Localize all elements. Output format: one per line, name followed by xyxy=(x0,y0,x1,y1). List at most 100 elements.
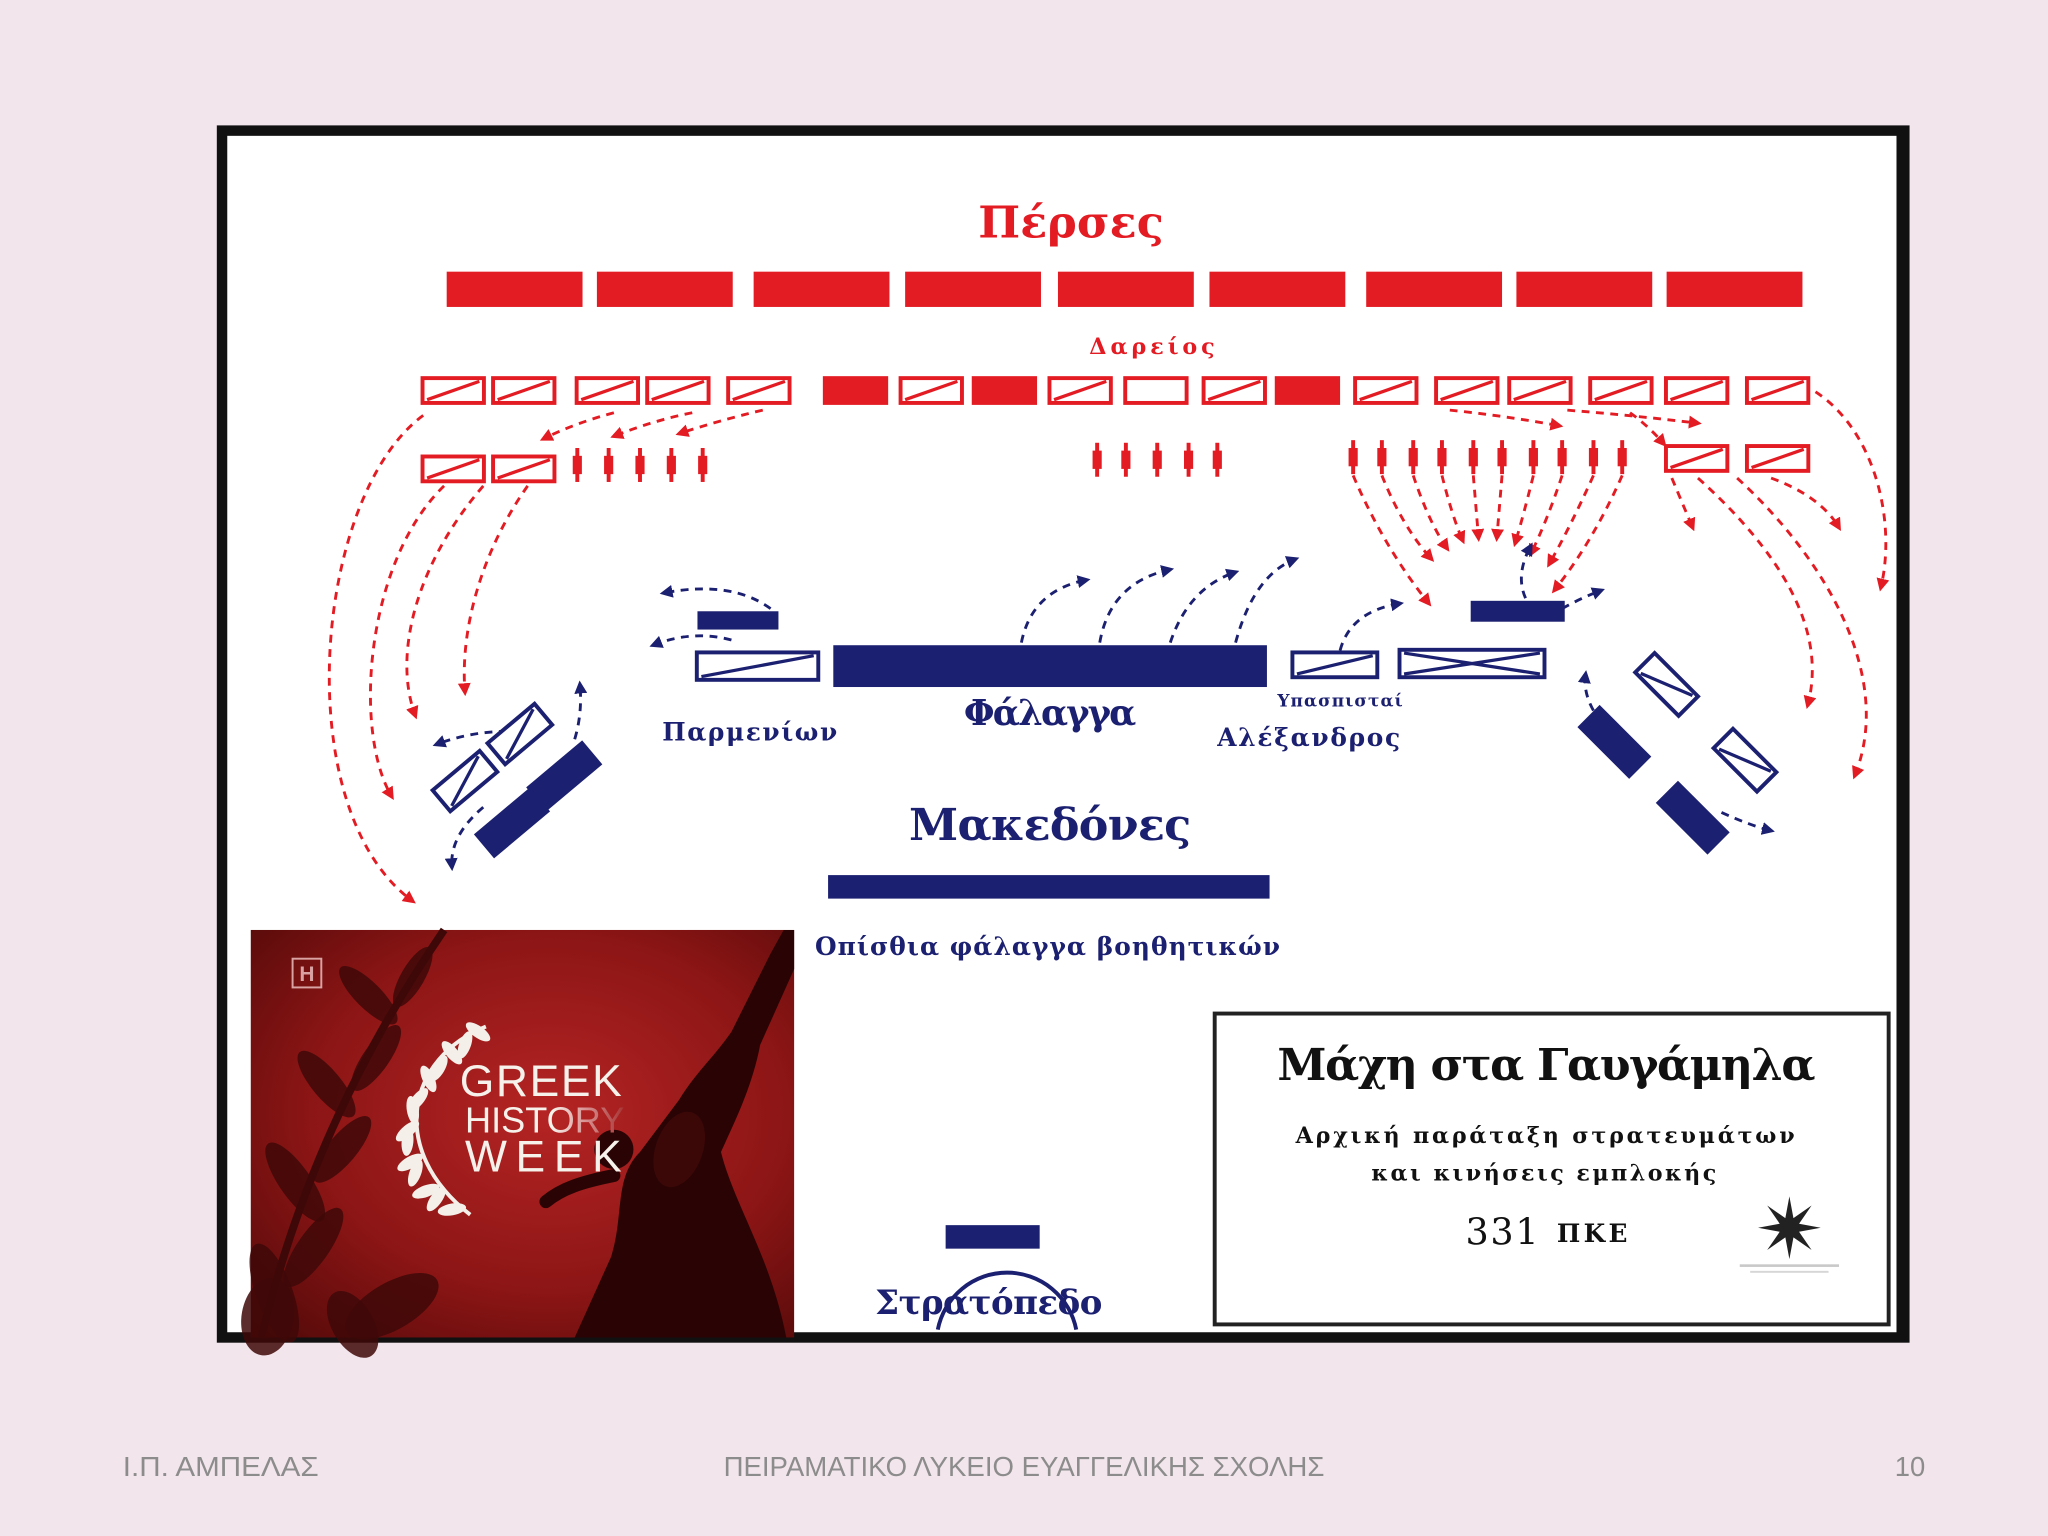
persian-movement-arrow xyxy=(1351,474,1432,607)
video-dark-leaf xyxy=(326,1291,379,1358)
left-flank-cavalry-unit xyxy=(429,748,501,815)
persian-second-line-unit-diagonal xyxy=(1053,379,1107,402)
persian-front-block xyxy=(596,271,733,307)
persian-second-line-unit xyxy=(1744,376,1811,405)
channel-logo-icon: H xyxy=(299,963,314,986)
persian-chariot xyxy=(666,448,676,482)
darius-position-unit-outline xyxy=(1123,376,1189,405)
persian-flank-cavalry-unit xyxy=(491,454,557,484)
chariot-body xyxy=(1184,450,1194,469)
persian-movement-arrow xyxy=(369,484,446,801)
right-flank-cavalry-unit xyxy=(1632,650,1701,719)
macedonian-movement-arrow xyxy=(1019,575,1091,643)
footer-author: Ι.Π. ΑΜΠΕΛΑΣ xyxy=(123,1451,319,1482)
persian-movement-arrow xyxy=(1770,476,1841,532)
laurel-leaf xyxy=(397,1153,423,1172)
persian-front-block xyxy=(1209,271,1346,307)
video-dark-leaf xyxy=(339,966,398,1025)
persian-chariot xyxy=(1437,440,1447,475)
rear-phalanx-label: Οπίσθια φάλαγγα βοηθητικών xyxy=(815,932,1280,961)
laurel-leaf xyxy=(412,1183,440,1199)
persian-second-line-unit xyxy=(971,376,1038,405)
persian-front-block xyxy=(753,271,890,307)
macedonian-movement-arrow xyxy=(1720,811,1775,835)
persian-movement-arrow xyxy=(1696,476,1817,710)
persian-chariot xyxy=(1528,440,1538,475)
persian-chariot xyxy=(1377,440,1387,475)
battle-subtitle-line2: και κινήσεις εμπλοκής xyxy=(1371,1161,1716,1187)
macedonian-movement-arrow xyxy=(573,680,588,740)
channel-logo-frame xyxy=(291,957,323,989)
persian-second-line-unit-diagonal xyxy=(1440,379,1494,402)
laurel-leaf xyxy=(420,1065,437,1093)
video-artwork xyxy=(241,927,795,1358)
chariot-body xyxy=(1468,448,1478,467)
left-flank-infantry-unit-fill xyxy=(526,740,603,812)
laurel-leaf xyxy=(430,1055,448,1082)
laurel-wreath-icon xyxy=(395,1022,491,1217)
persian-movement-arrow xyxy=(1529,474,1564,558)
persian-chariot xyxy=(1152,442,1162,477)
hypaspists-label: Υπασπισταί xyxy=(1276,692,1402,712)
star-emblem-icon xyxy=(1758,1196,1821,1260)
persian-movement-arrow xyxy=(1491,475,1505,542)
darius-position-unit xyxy=(1123,376,1189,405)
chariot-body xyxy=(1528,448,1538,467)
persian-flank-cavalry-unit-diagonal xyxy=(497,458,551,480)
left-flank-infantry-unit xyxy=(473,787,551,859)
battle-year: 331 xyxy=(1465,1211,1538,1254)
persian-second-line-unit-fill xyxy=(971,376,1038,405)
left-flank-infantry-unit xyxy=(526,740,603,812)
chariot-body xyxy=(635,455,645,475)
chariot-body xyxy=(1121,450,1131,469)
laurel-leaf xyxy=(426,1186,446,1212)
left-flank-cavalry-unit-diagonal xyxy=(505,708,535,760)
persian-chariot xyxy=(1184,442,1194,477)
persian-second-line-unit xyxy=(420,376,486,405)
companion-cavalry-unit-outline xyxy=(1397,647,1547,680)
persians-label: Πέρσες xyxy=(978,197,1163,249)
parmenion-label: Παρμενίων xyxy=(662,718,837,747)
persian-movement-arrow xyxy=(675,408,764,437)
macedonian-movement-arrow xyxy=(444,806,485,872)
persian-second-line-unit xyxy=(1353,376,1419,405)
persian-movement-arrow xyxy=(327,414,425,904)
persian-chariot xyxy=(1408,440,1418,475)
battle-era: ΠΚΕ xyxy=(1557,1219,1628,1248)
persian-army xyxy=(420,271,1811,484)
persian-second-line-unit-diagonal xyxy=(904,379,958,402)
phalanx-bar xyxy=(833,645,1267,688)
persian-flank-cavalry-unit-diagonal xyxy=(426,458,480,480)
video-athlete-arm xyxy=(539,1168,621,1209)
persian-movement-arrow xyxy=(1670,477,1696,532)
persian-movement-arrow xyxy=(1547,474,1595,568)
laurel-leaf xyxy=(437,1203,467,1216)
video-dark-leaf xyxy=(283,1207,344,1287)
persian-second-line-unit-diagonal xyxy=(1359,379,1413,402)
chariot-body xyxy=(698,455,708,475)
parmenion-cavalry-unit-diagonal xyxy=(701,654,815,679)
persian-second-line-unit xyxy=(574,376,640,405)
camp-arc xyxy=(935,1270,1079,1331)
persian-front-block xyxy=(1366,271,1503,307)
laurel-leaf xyxy=(465,1022,491,1042)
right-flank-infantry-unit xyxy=(1655,780,1730,855)
persian-chariot xyxy=(1212,442,1222,477)
persian-second-line-unit-diagonal xyxy=(426,379,480,402)
diagram-title-box: Μάχη στα Γαυγάμηλα Αρχική παράταξη στρατ… xyxy=(1212,1011,1891,1327)
right-flank-cavalry-unit-diagonal xyxy=(1718,747,1772,773)
persian-movement-arrow xyxy=(1629,411,1667,448)
persian-flank-cavalry-unit xyxy=(1663,444,1730,473)
persian-flank-cavalry-unit-diagonal xyxy=(1669,447,1724,470)
persian-second-line-unit xyxy=(1201,376,1267,405)
persian-second-line-unit xyxy=(1274,376,1341,405)
right-flank-infantry-unit-fill xyxy=(1655,780,1730,855)
video-dark-leaf xyxy=(241,1277,295,1356)
parmenion-cavalry-bar xyxy=(697,611,779,630)
video-thumbnail[interactable]: H GREEK HISTORY WEEK xyxy=(235,927,795,1367)
slide-footer: Ι.Π. ΑΜΠΕΛΑΣ ΠΕΙΡΑΜΑΤΙΚΟ ΛΥΚΕΙΟ ΕΥΑΓΓΕΛΙ… xyxy=(123,1451,1925,1482)
chariot-body xyxy=(1212,450,1222,469)
right-flank-cavalry-unit xyxy=(1710,725,1780,795)
persian-second-line-unit xyxy=(1047,376,1113,405)
